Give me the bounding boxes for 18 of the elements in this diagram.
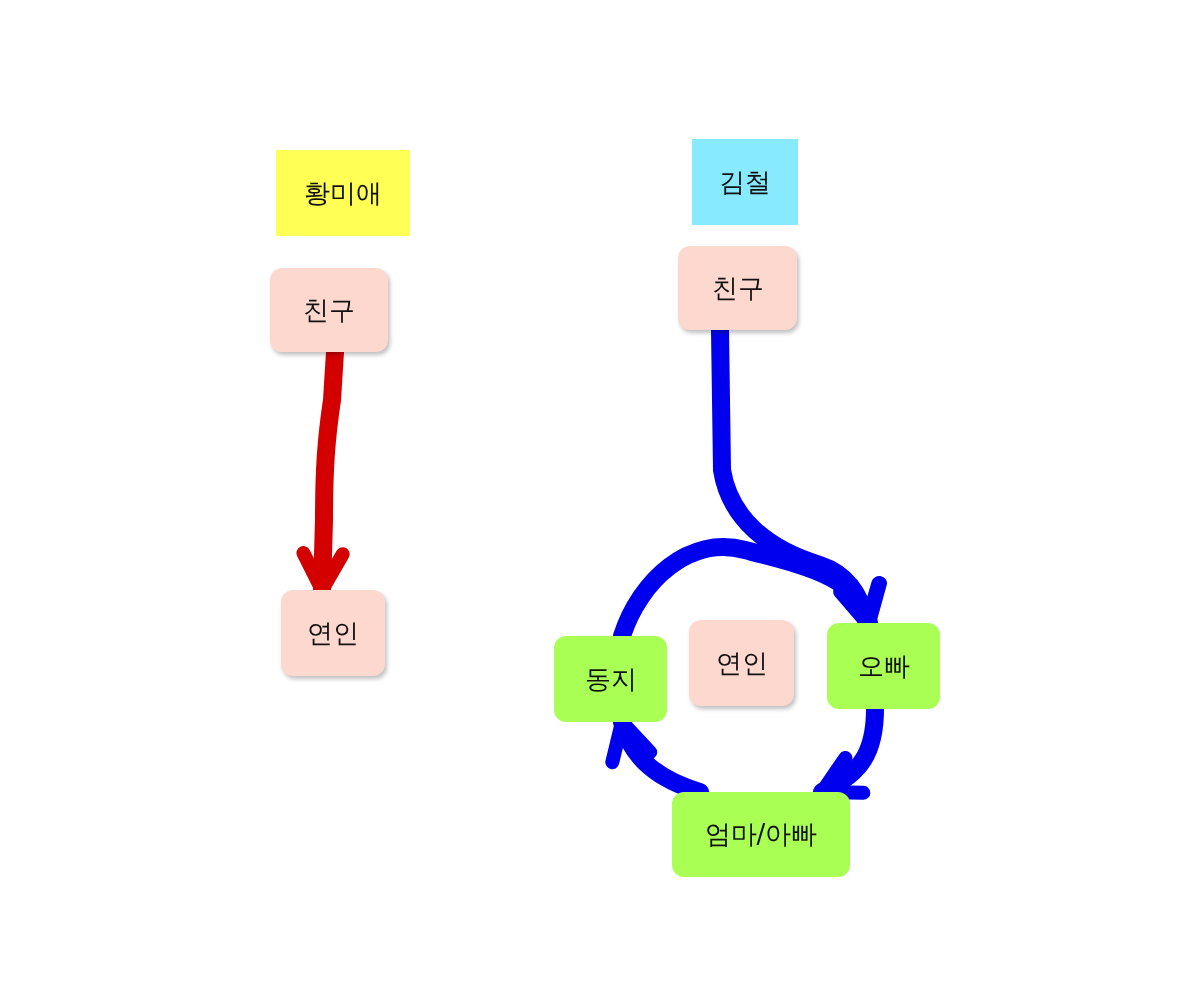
relation-box [281, 590, 385, 676]
node-label: 연인 [307, 616, 359, 650]
node-label: 연인 [715, 646, 768, 680]
relation-box [554, 636, 667, 722]
node-label: 엄마/아빠 [704, 818, 818, 851]
relation-box [827, 623, 940, 709]
node-label: 동지 [584, 662, 637, 696]
node-label: 황미애 [304, 176, 382, 210]
node-label: 김철 [719, 165, 771, 199]
relation-box [678, 246, 797, 330]
relation-box [689, 620, 794, 706]
name-box [692, 139, 798, 225]
relation-box [270, 268, 388, 352]
name-box [276, 150, 410, 236]
relation-box [672, 792, 850, 877]
node-label: 친구 [711, 271, 764, 305]
node-label: 오빠 [857, 649, 910, 683]
node-label: 친구 [303, 293, 355, 327]
